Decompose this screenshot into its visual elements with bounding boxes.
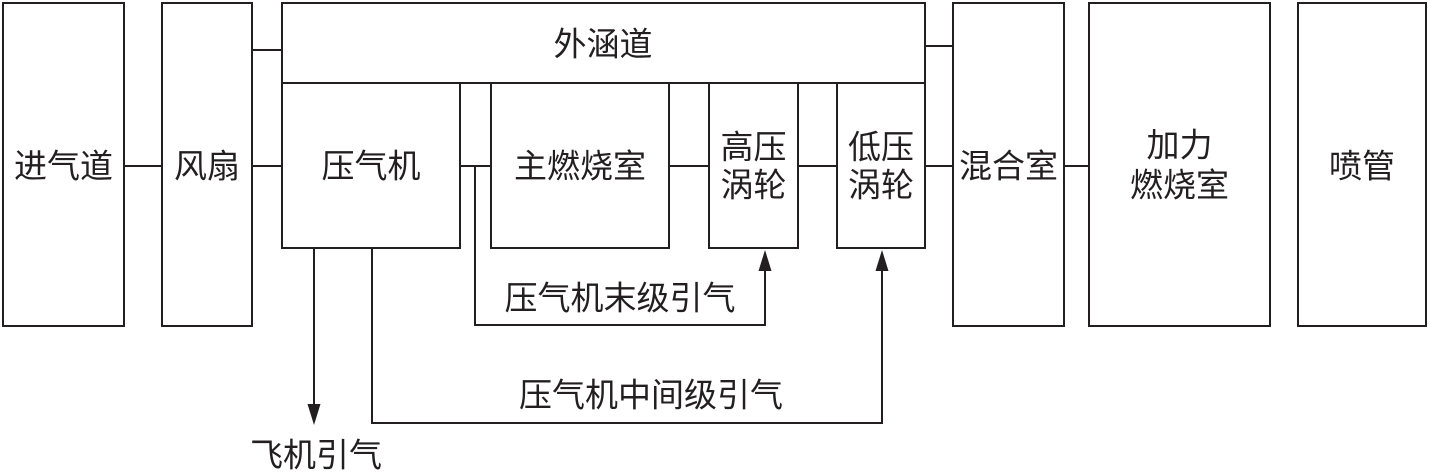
- nozzle-label: 喷管: [1329, 147, 1395, 186]
- aircraft-bleed-line: [307, 248, 321, 425]
- hp-turbine-label-line2: 涡轮: [721, 166, 787, 205]
- mid-stage-bleed-line: [371, 248, 889, 424]
- fan-label: 风扇: [174, 147, 240, 186]
- lp-turbine-label-line1: 低压: [848, 128, 914, 167]
- afterburner-block: [1088, 2, 1271, 327]
- inlet-label: 进气道: [14, 147, 113, 186]
- lp-turbine-label-line2: 涡轮: [848, 166, 914, 205]
- mid-stage-bleed-arrow: [875, 250, 889, 271]
- mixer-block: [952, 2, 1065, 327]
- compressor-label: 压气机: [322, 147, 421, 186]
- afterburner-label-line2: 燃烧室: [1130, 166, 1229, 205]
- hp-turbine-label-line1: 高压: [721, 128, 787, 167]
- mid-stage-bleed-label: 压气机中间级引气: [519, 376, 783, 415]
- nozzle-block: [1297, 2, 1427, 327]
- last-stage-bleed-label: 压气机末级引气: [505, 279, 736, 318]
- lp-turbine-block: [836, 82, 926, 249]
- compressor-block: [281, 82, 461, 249]
- fan-block: [161, 2, 253, 327]
- inlet-block: [2, 2, 125, 327]
- mixer-label: 混合室: [959, 147, 1058, 186]
- aircraft-bleed-label: 飞机引气: [250, 436, 382, 475]
- main-combustor-block: [490, 82, 670, 249]
- bypass-duct-block: [281, 2, 926, 84]
- main-flow-connectors: [124, 45, 1089, 167]
- afterburner-label-line1: 加力: [1147, 126, 1213, 165]
- main-combustor-label: 主燃烧室: [514, 147, 646, 186]
- last-stage-bleed-line: [474, 166, 772, 326]
- aircraft-bleed-arrow: [307, 404, 321, 425]
- last-stage-bleed-arrow: [758, 250, 772, 271]
- bypass-duct-label: 外涵道: [554, 25, 653, 64]
